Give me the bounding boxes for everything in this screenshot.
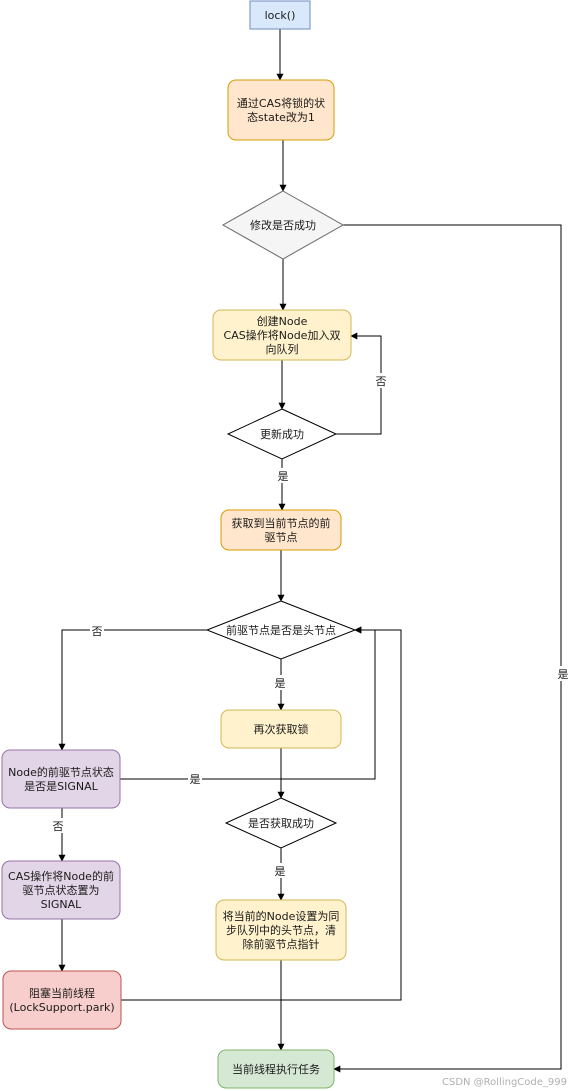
node-shape xyxy=(205,600,357,660)
node-label: 除前驱节点指针 xyxy=(243,937,320,951)
node-label: 通过CAS将锁的状 xyxy=(237,96,325,110)
node-shape xyxy=(220,709,342,749)
node-acquire-success: 是否获取成功 xyxy=(224,797,338,849)
node-shape xyxy=(249,0,311,30)
node-shape xyxy=(1,749,121,809)
node-label: 获取到当前节点的前 xyxy=(232,516,331,530)
node-label: lock() xyxy=(265,9,296,22)
node-label: 是否是SIGNAL xyxy=(24,780,99,793)
node-shape xyxy=(1,860,121,920)
edge-label-bg xyxy=(90,623,104,638)
node-label: 向队列 xyxy=(266,342,299,356)
edge-label-head-no: 否 xyxy=(90,623,104,638)
node-label: 步队列中的头节点，清 xyxy=(226,923,336,937)
node-shape xyxy=(227,79,335,141)
node-label: 驱节点状态置为 xyxy=(23,883,100,897)
edge-label-text: 是 xyxy=(275,677,286,690)
node-shape xyxy=(212,309,352,361)
node-label: CAS操作将Node加入双 xyxy=(224,328,341,342)
node-label: 前驱节点是否是头节点 xyxy=(226,623,336,637)
node-label: 态state改为1 xyxy=(247,110,315,124)
node-label: 创建Node xyxy=(257,314,308,328)
edge-label-head-yes: 是 xyxy=(273,675,287,690)
node-shape xyxy=(217,1049,335,1089)
node-update-success: 更新成功 xyxy=(226,408,338,460)
edge-head-no-to-signal xyxy=(58,629,207,751)
node-shape xyxy=(224,797,338,849)
edge-label-signal-no: 否 xyxy=(51,818,65,833)
node-shape xyxy=(215,899,347,961)
node-label: Node的前驱节点状态 xyxy=(8,765,114,779)
node-label: 更新成功 xyxy=(260,427,304,441)
node-execute: 当前线程执行任务 xyxy=(217,1049,335,1089)
edge-modify-yes-to-execute xyxy=(333,224,562,1073)
edge-label-bg xyxy=(51,818,65,833)
node-label: 驱节点 xyxy=(265,531,298,544)
node-label: 阻塞当前线程 xyxy=(29,986,95,1000)
edge-label-bg xyxy=(273,675,287,690)
node-label: 当前线程执行任务 xyxy=(232,1062,320,1076)
edge-label-text: 是 xyxy=(278,470,289,483)
node-shape xyxy=(226,408,338,460)
edge-label-update-yes: 是 xyxy=(276,468,290,483)
node-label: CAS操作将Node的前 xyxy=(8,869,114,883)
node-lock: lock() xyxy=(249,0,311,30)
edge-block-to-head xyxy=(121,626,402,1001)
node-retry-lock: 再次获取锁 xyxy=(220,709,342,749)
edge-label-bg xyxy=(556,666,570,681)
node-label: SIGNAL xyxy=(41,898,83,911)
watermark: CSDN @RollingCode_999 xyxy=(441,1077,567,1088)
edge-label-text: 是 xyxy=(558,668,569,681)
edge-label-signal-yes: 是 xyxy=(188,771,202,786)
edge-signal-yes-to-head xyxy=(120,626,376,780)
edge-label-bg xyxy=(374,373,388,388)
edge-label-bg xyxy=(188,771,202,786)
node-label: 修改是否成功 xyxy=(250,218,316,232)
node-block: 阻塞当前线程(LockSupport.park) xyxy=(2,970,122,1030)
node-label: 再次获取锁 xyxy=(254,722,309,736)
node-shape xyxy=(2,970,122,1030)
edge-label-modify-yes: 是 xyxy=(556,666,570,681)
node-shape xyxy=(221,190,345,260)
edge-label-acquire-yes: 是 xyxy=(273,863,287,878)
node-label: 是否获取成功 xyxy=(248,817,314,830)
edge-label-bg xyxy=(276,468,290,483)
edge-label-text: 是 xyxy=(275,865,286,878)
node-label: (LockSupport.park) xyxy=(9,1001,114,1014)
node-shape xyxy=(220,509,342,551)
edge-label-text: 否 xyxy=(376,375,387,388)
node-modify-success: 修改是否成功 xyxy=(221,190,345,260)
edge-label-text: 否 xyxy=(53,820,64,833)
node-label: 将当前的Node设置为同 xyxy=(223,909,340,923)
edge-label-update-no: 否 xyxy=(374,373,388,388)
edge-label-text: 是 xyxy=(190,773,201,786)
node-prev-is-head: 前驱节点是否是头节点 xyxy=(205,600,357,660)
edge-label-text: 否 xyxy=(92,625,103,638)
edge-label-bg xyxy=(273,863,287,878)
nodes-layer: lock()通过CAS将锁的状态state改为1修改是否成功创建NodeCAS操… xyxy=(1,0,357,1089)
